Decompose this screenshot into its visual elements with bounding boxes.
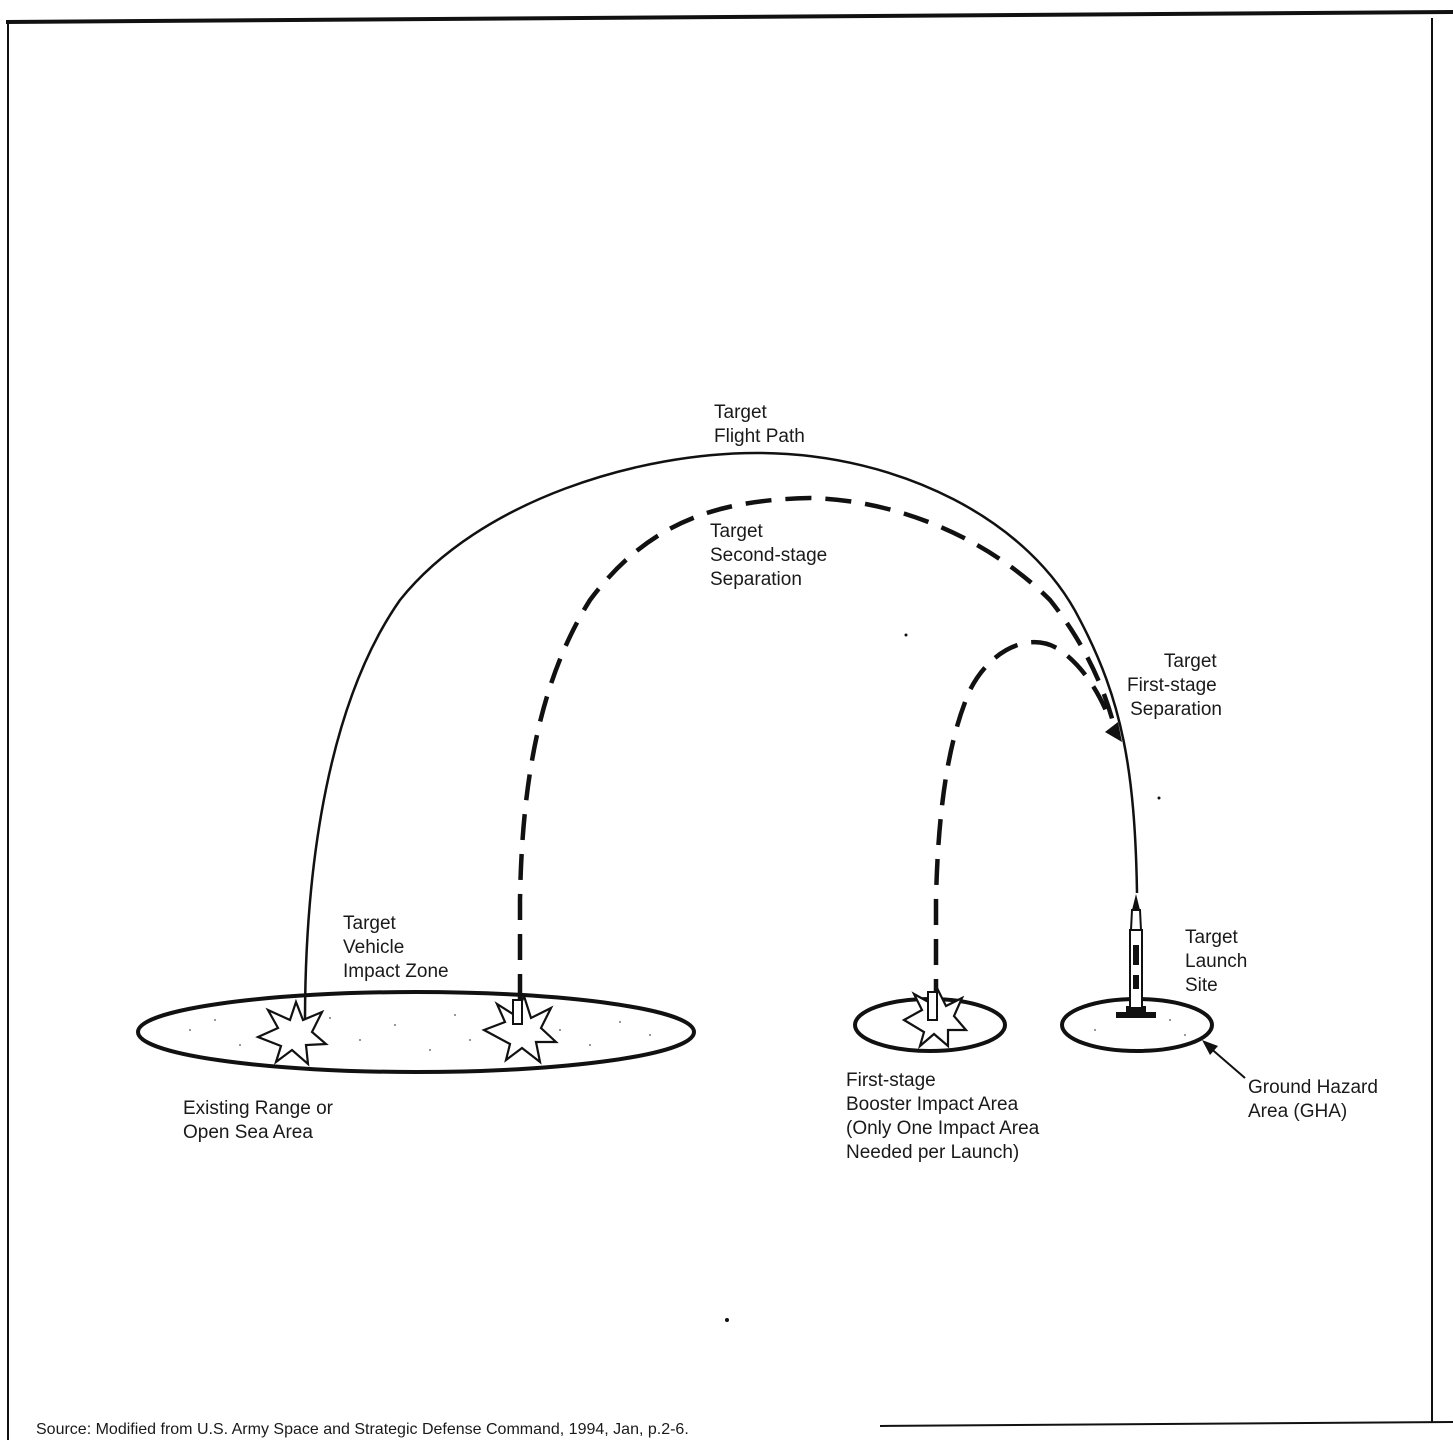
label-booster-impact-area: First-stage Booster Impact Area (Only On… bbox=[846, 1070, 1045, 1163]
frame-bottom bbox=[879, 1421, 1453, 1427]
label-launch-site: Target Launch Site bbox=[1185, 927, 1253, 996]
impact-burst-2 bbox=[481, 992, 559, 1065]
existing-range-area bbox=[136, 990, 696, 1074]
label-existing-range: Existing Range or Open Sea Area bbox=[183, 1098, 338, 1143]
first-stage-trajectory bbox=[933, 639, 1113, 1005]
impact-burst-1 bbox=[255, 998, 329, 1067]
rocket-icon bbox=[1116, 894, 1156, 1018]
speck bbox=[1157, 796, 1161, 800]
impact-burst-3 bbox=[901, 987, 969, 1050]
label-ground-hazard-area: Ground Hazard Area (GHA) bbox=[1248, 1077, 1383, 1122]
target-flight-path bbox=[303, 451, 1139, 1023]
label-vehicle-impact-zone: Target Vehicle Impact Zone bbox=[343, 913, 449, 982]
speck bbox=[904, 633, 908, 637]
label-second-stage-separation: Target Second-stage Separation bbox=[710, 521, 833, 590]
separation-arrowhead bbox=[1105, 722, 1122, 742]
gha-pointer bbox=[1207, 1045, 1246, 1079]
label-first-stage-separation: Target First-stage Separation bbox=[1127, 651, 1222, 720]
source-note: Source: Modified from U.S. Army Space an… bbox=[36, 1421, 689, 1438]
label-flight-path: Target Flight Path bbox=[714, 402, 805, 447]
second-stage-trajectory bbox=[517, 495, 1118, 1000]
top-rule bbox=[5, 10, 1453, 24]
speck bbox=[725, 1318, 729, 1322]
gha-pointer-head bbox=[1202, 1040, 1218, 1055]
